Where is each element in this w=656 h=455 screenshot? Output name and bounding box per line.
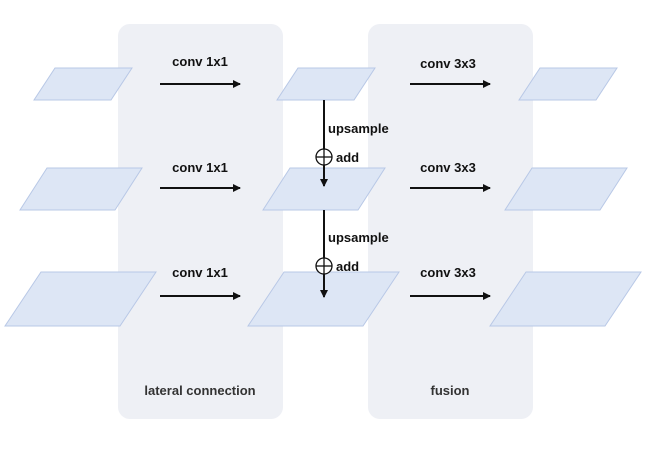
output-feature-map-1 xyxy=(518,67,618,101)
fusion-conv-row-3: conv 3x3 xyxy=(410,265,491,300)
fusion-panel: fusion xyxy=(368,24,533,419)
top-down-merge-2: upsample add xyxy=(315,210,389,298)
output-feature-map-3 xyxy=(489,271,642,327)
fusion-conv-label: conv 3x3 xyxy=(420,160,476,175)
upsample-label: upsample xyxy=(328,121,389,136)
lateral-feature-map-1 xyxy=(276,67,376,101)
upsample-label: upsample xyxy=(328,230,389,245)
add-icon xyxy=(315,257,333,275)
fusion-conv-label: conv 3x3 xyxy=(420,56,476,71)
add-label: add xyxy=(336,259,359,274)
fusion-conv-row-2: conv 3x3 xyxy=(410,160,491,192)
top-down-merge-1: upsample add xyxy=(315,100,389,187)
lateral-conv-label: conv 1x1 xyxy=(172,265,228,280)
add-label: add xyxy=(336,150,359,165)
lateral-connection-panel: lateral connection xyxy=(118,24,283,419)
lateral-conv-row-2: conv 1x1 xyxy=(160,160,241,192)
lateral-feature-map-2 xyxy=(262,167,386,211)
lateral-connection-label: lateral connection xyxy=(144,383,255,398)
lateral-conv-label: conv 1x1 xyxy=(172,160,228,175)
input-feature-map-3 xyxy=(4,271,157,327)
input-feature-map-2 xyxy=(19,167,143,211)
fusion-conv-label: conv 3x3 xyxy=(420,265,476,280)
add-icon xyxy=(315,148,333,166)
lateral-conv-row-3: conv 1x1 xyxy=(160,265,241,300)
input-feature-map-1 xyxy=(33,67,133,101)
fusion-conv-row-1: conv 3x3 xyxy=(410,56,491,88)
lateral-conv-label: conv 1x1 xyxy=(172,54,228,69)
lateral-conv-row-1: conv 1x1 xyxy=(160,54,241,88)
fusion-label: fusion xyxy=(431,383,470,398)
lateral-feature-map-3 xyxy=(247,271,400,327)
output-feature-map-2 xyxy=(504,167,628,211)
